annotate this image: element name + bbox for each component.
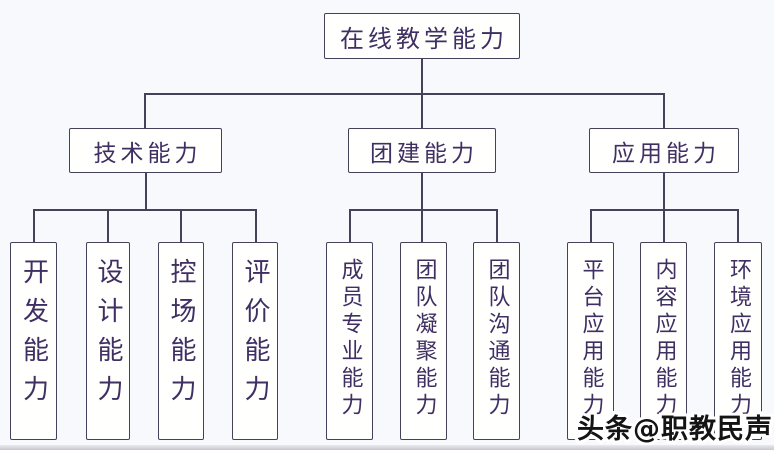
node-leaf-evaluate-label: 评价能力 xyxy=(240,258,270,414)
connector-app-drop-1 xyxy=(590,209,592,242)
connector-team-bar xyxy=(349,209,497,211)
connector-tech-drop-2 xyxy=(107,209,109,242)
connector-team-drop-3 xyxy=(496,209,498,242)
node-leaf-develop: 开发能力 xyxy=(10,242,57,440)
connector-level1-spine xyxy=(144,93,664,95)
node-leaf-platform-application: 平台应用能力 xyxy=(567,242,614,440)
connector-team-riser xyxy=(421,173,423,242)
toutiao-watermark: 头条@职教民声 xyxy=(574,411,774,448)
connector-app-bar xyxy=(590,209,738,211)
connector-team-drop-1 xyxy=(349,209,351,242)
bottom-shadow-edge xyxy=(0,445,774,450)
connector-app-drop-3 xyxy=(737,209,739,242)
node-leaf-member-professional-label: 成员专业能力 xyxy=(337,258,363,420)
node-branch-app-label: 应用能力 xyxy=(612,140,720,167)
node-leaf-develop-label: 开发能力 xyxy=(18,258,49,414)
node-branch-app: 应用能力 xyxy=(589,128,739,173)
node-leaf-team-cohesion-label: 团队凝聚能力 xyxy=(411,258,437,420)
connector-tech-drop-1 xyxy=(33,209,35,242)
node-leaf-control: 控场能力 xyxy=(158,242,204,440)
node-leaf-team-communication-label: 团队沟通能力 xyxy=(484,258,510,420)
node-branch-tech: 技术能力 xyxy=(69,128,222,173)
node-leaf-control-label: 控场能力 xyxy=(166,258,196,414)
connector-tech-drop-4 xyxy=(255,209,257,242)
connector-tech-bar xyxy=(33,209,256,211)
node-branch-team: 团建能力 xyxy=(348,128,496,173)
node-leaf-environment-application-label: 环境应用能力 xyxy=(726,258,751,420)
connector-app-riser xyxy=(663,173,665,242)
connector-drop-app xyxy=(663,93,665,128)
node-leaf-team-cohesion: 团队凝聚能力 xyxy=(400,242,447,440)
node-leaf-content-application-label: 内容应用能力 xyxy=(651,258,677,420)
node-leaf-team-communication: 团队沟通能力 xyxy=(473,242,520,440)
node-branch-tech-label: 技术能力 xyxy=(93,140,202,167)
node-leaf-evaluate: 评价能力 xyxy=(232,242,278,440)
connector-tech-drop-3 xyxy=(180,209,182,242)
node-leaf-environment-application: 环境应用能力 xyxy=(714,242,762,440)
node-branch-team-label: 团建能力 xyxy=(370,140,478,167)
connector-drop-tech xyxy=(144,93,146,128)
node-leaf-member-professional: 成员专业能力 xyxy=(326,242,373,440)
node-root: 在线教学能力 xyxy=(324,13,520,59)
connector-tech-riser xyxy=(145,173,147,210)
node-leaf-content-application: 内容应用能力 xyxy=(640,242,687,440)
node-leaf-design: 设计能力 xyxy=(86,242,130,440)
node-leaf-platform-application-label: 平台应用能力 xyxy=(578,258,604,420)
node-root-label: 在线教学能力 xyxy=(340,24,508,53)
node-leaf-design-label: 设计能力 xyxy=(93,258,123,414)
